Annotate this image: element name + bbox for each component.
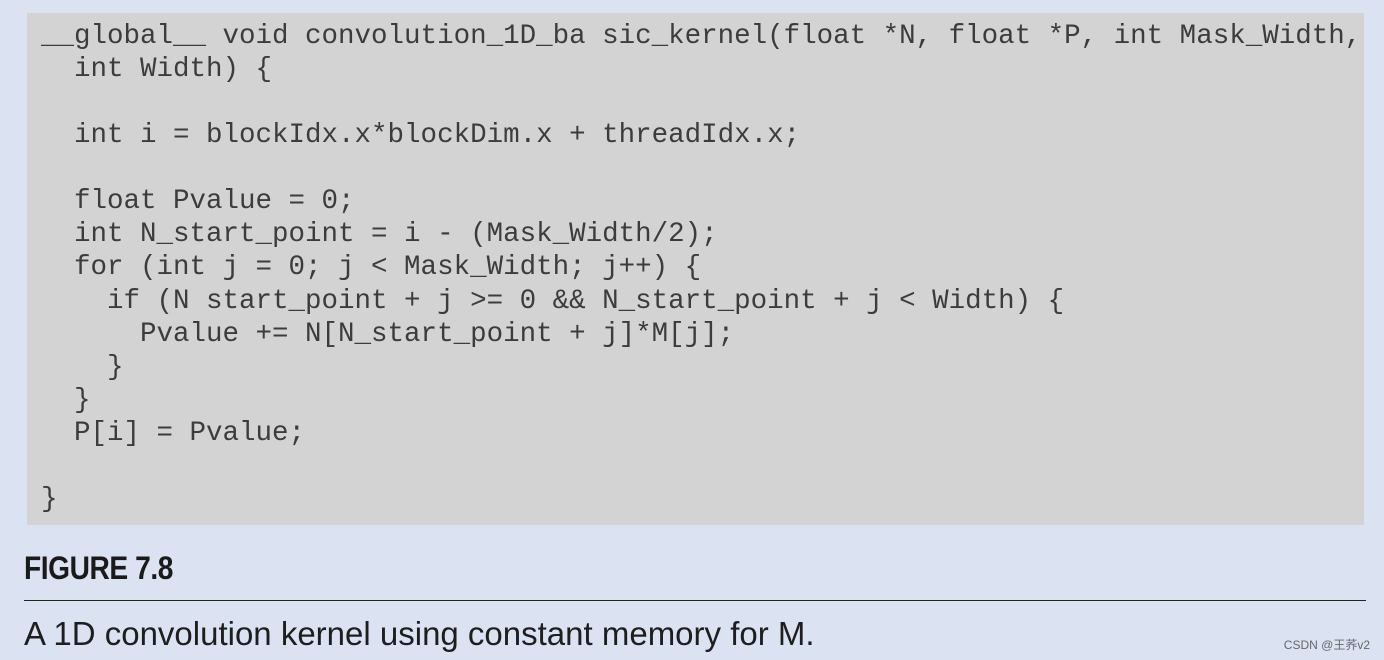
code-line: } bbox=[41, 352, 124, 383]
code-line: } bbox=[41, 484, 58, 515]
code-line: P[i] = Pvalue; bbox=[41, 418, 306, 449]
watermark: CSDN @王荞v2 bbox=[1283, 638, 1370, 652]
code-line: int N_start_point = i - (Mask_Width/2); bbox=[41, 219, 718, 250]
code-line: if (N start_point + j >= 0 && N_start_po… bbox=[41, 286, 1065, 317]
code-block: __global__ void convolution_1D_ba sic_ke… bbox=[27, 13, 1364, 525]
code-line: int i = blockIdx.x*blockDim.x + threadId… bbox=[41, 120, 801, 151]
code-line: } bbox=[41, 385, 91, 416]
code-line: for (int j = 0; j < Mask_Width; j++) { bbox=[41, 252, 702, 283]
divider bbox=[24, 600, 1366, 601]
code-line: float Pvalue = 0; bbox=[41, 186, 355, 217]
figure-label: FIGURE 7.8 bbox=[24, 550, 173, 586]
code-line: __global__ void convolution_1D_ba sic_ke… bbox=[41, 21, 1362, 52]
code-line: int Width) { bbox=[41, 54, 273, 85]
code-line: Pvalue += N[N_start_point + j]*M[j]; bbox=[41, 319, 735, 350]
figure-caption: A 1D convolution kernel using constant m… bbox=[24, 615, 815, 652]
